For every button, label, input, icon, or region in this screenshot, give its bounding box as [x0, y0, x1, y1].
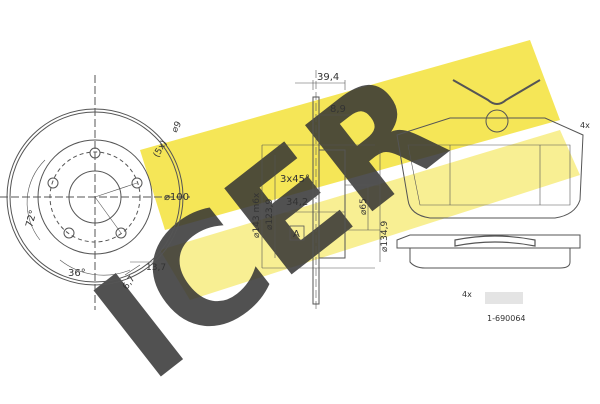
- bolt-hole: [47, 177, 59, 189]
- icer-watermark-logo: ICER: [65, 40, 580, 404]
- label-center-dia: ⌀100: [164, 192, 189, 203]
- label-inner-dia: ⌀123,9: [265, 199, 275, 230]
- label-hub-depth: 34,2: [286, 197, 308, 208]
- view-label-box: [289, 225, 305, 241]
- label-angle-72: 72°: [24, 209, 39, 229]
- label-view-a: A: [293, 229, 300, 240]
- brake-pad-front-view: [396, 79, 584, 219]
- disc-section-view: [261, 70, 381, 312]
- label-hole-dia: ⌀9: [170, 120, 184, 135]
- label-chamfer: 3x45°: [280, 174, 310, 185]
- label-pads-count-top: 4x: [580, 121, 590, 130]
- bolt-hole: [131, 177, 143, 189]
- label-outer-dia: ⌀143 m6x: [252, 192, 262, 238]
- label-hat-depth: 8,9: [330, 104, 346, 115]
- label-angle-36: 36°: [68, 268, 86, 279]
- disc-front-view: [0, 75, 190, 310]
- label-thickness: 39,4: [317, 72, 339, 83]
- pad-wear-spring: [452, 79, 541, 105]
- brake-pad-side-view: [396, 234, 581, 269]
- label-dim-13-7: 13,7: [146, 263, 166, 273]
- bolt-hole: [115, 227, 127, 239]
- label-part-number: 1-690064: [487, 314, 526, 323]
- part-number-block: 1-690064: [485, 292, 526, 323]
- label-bore-dia: ⌀65: [359, 198, 369, 215]
- pad-clip-hole: [485, 109, 509, 133]
- anti-rattle-spring: [454, 235, 536, 247]
- label-pads-count-bottom: 4x: [462, 290, 472, 299]
- bolt-hole: [63, 227, 75, 239]
- label-hub-dia: ⌀134,9: [380, 221, 390, 252]
